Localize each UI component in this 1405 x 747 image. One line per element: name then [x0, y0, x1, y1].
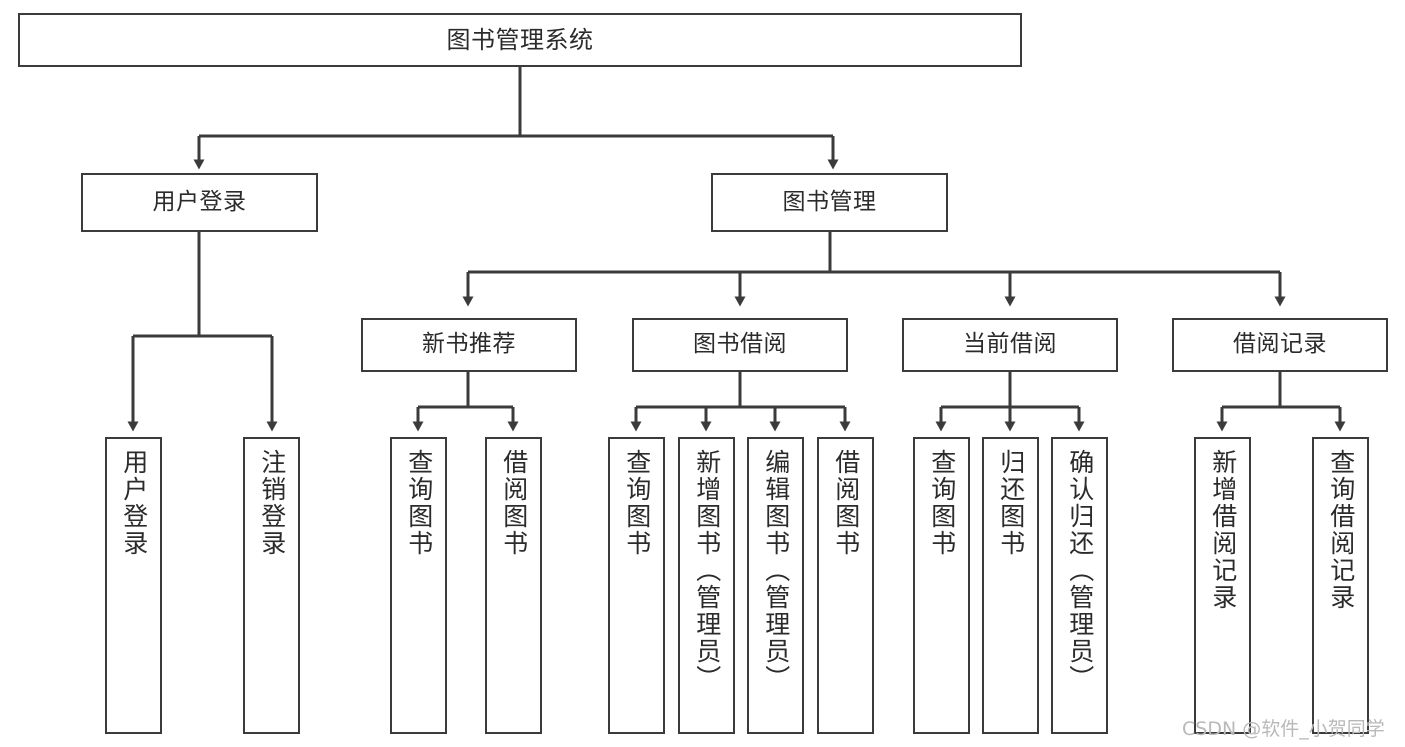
node-leaf-logout[interactable]: 注销登录	[243, 437, 300, 734]
node-leaf-borrow-book-1-label: 借阅图书	[499, 449, 529, 557]
node-leaf-query-book-3-label: 查询图书	[927, 449, 957, 557]
node-leaf-query-book-2[interactable]: 查询图书	[608, 437, 665, 734]
node-leaf-query-book-1[interactable]: 查询图书	[390, 437, 447, 734]
node-borrow-record-label: 借阅记录	[1233, 331, 1327, 358]
node-new-book-rec-label: 新书推荐	[422, 331, 516, 358]
node-leaf-add-record[interactable]: 新增借阅记录	[1194, 437, 1251, 734]
node-leaf-confirm-return[interactable]: 确认归还（管理员）	[1051, 437, 1108, 734]
node-current-borrow[interactable]: 当前借阅	[902, 318, 1118, 372]
node-leaf-user-login-label: 用户登录	[119, 449, 149, 557]
node-leaf-add-record-label: 新增借阅记录	[1208, 449, 1238, 611]
node-book-borrow-label: 图书借阅	[693, 331, 787, 358]
node-borrow-record[interactable]: 借阅记录	[1172, 318, 1388, 372]
node-current-borrow-label: 当前借阅	[963, 331, 1057, 358]
watermark-text: CSDN @软件_小贺同学	[1182, 718, 1385, 740]
node-leaf-borrow-book-2-label: 借阅图书	[831, 449, 861, 557]
node-leaf-logout-label: 注销登录	[257, 449, 287, 557]
node-leaf-edit-book[interactable]: 编辑图书（管理员）	[747, 437, 804, 734]
node-leaf-query-book-1-label: 查询图书	[404, 449, 434, 557]
node-new-book-rec[interactable]: 新书推荐	[361, 318, 577, 372]
node-root[interactable]: 图书管理系统	[18, 13, 1022, 67]
node-user-login[interactable]: 用户登录	[81, 173, 318, 232]
node-leaf-user-login[interactable]: 用户登录	[105, 437, 162, 734]
node-leaf-confirm-return-label: 确认归还（管理员）	[1065, 449, 1095, 692]
node-leaf-return-book[interactable]: 归还图书	[982, 437, 1039, 734]
node-leaf-borrow-book-2[interactable]: 借阅图书	[817, 437, 874, 734]
node-book-manage-label: 图书管理	[782, 188, 877, 215]
node-leaf-borrow-book-1[interactable]: 借阅图书	[485, 437, 542, 734]
node-leaf-edit-book-label: 编辑图书（管理员）	[761, 449, 791, 692]
node-leaf-add-book[interactable]: 新增图书（管理员）	[678, 437, 735, 734]
node-leaf-query-record[interactable]: 查询借阅记录	[1312, 437, 1369, 734]
node-leaf-query-record-label: 查询借阅记录	[1326, 449, 1356, 611]
node-leaf-return-book-label: 归还图书	[996, 449, 1026, 557]
node-leaf-add-book-label: 新增图书（管理员）	[692, 449, 722, 692]
node-leaf-query-book-2-label: 查询图书	[622, 449, 652, 557]
node-leaf-query-book-3[interactable]: 查询图书	[913, 437, 970, 734]
node-user-login-label: 用户登录	[152, 188, 247, 215]
node-root-label: 图书管理系统	[446, 25, 594, 54]
node-book-borrow[interactable]: 图书借阅	[632, 318, 848, 372]
node-book-manage[interactable]: 图书管理	[711, 173, 948, 232]
